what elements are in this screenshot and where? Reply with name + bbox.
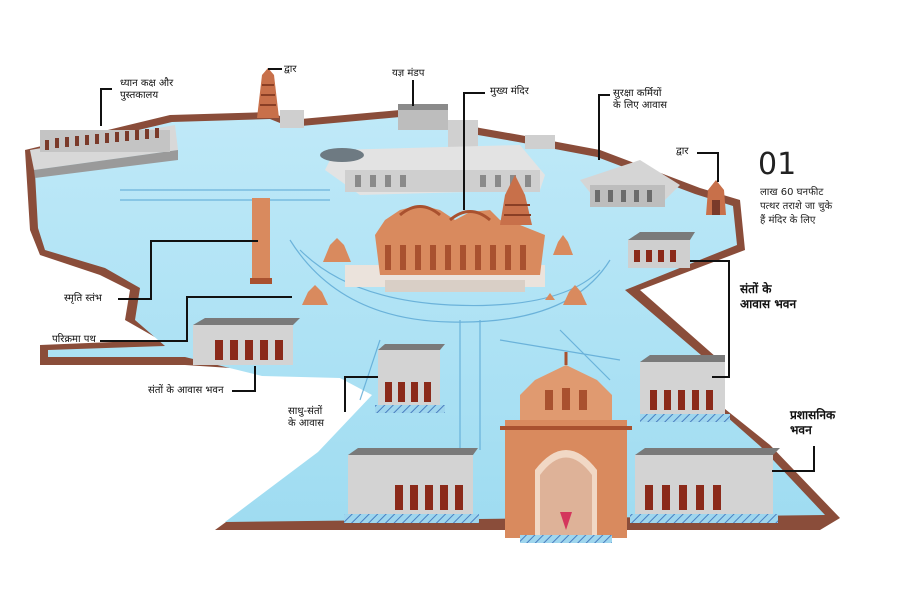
main-temple	[345, 175, 545, 292]
callout-line-guards-v	[598, 94, 600, 160]
callout-line-pillar-h2	[150, 240, 258, 242]
callout-line-sadhu-h	[344, 376, 378, 378]
label-guards-quarters: सुरक्षा कर्मियों के लिए आवास	[613, 88, 668, 111]
callout-line-main-temple-v	[463, 92, 465, 210]
label-meditation-library: ध्यान कक्ष और पुस्तकालय	[120, 78, 174, 101]
memorial-pillar	[250, 198, 272, 284]
callout-line-parikrama-h2	[186, 296, 292, 298]
complex-boundary	[25, 110, 840, 530]
admin-building	[630, 448, 780, 523]
callout-line-main-temple-h	[463, 92, 485, 94]
sadhu-residence-building	[375, 344, 445, 413]
callout-line-sadhu-v	[344, 376, 346, 412]
callout-line-saints-bottom-h	[712, 376, 730, 378]
label-sadhu-residence: साधु-संतों के आवास	[288, 406, 324, 429]
callout-line-gate-right-v	[717, 152, 719, 182]
label-memorial-pillar: स्मृति स्तंभ	[64, 293, 102, 304]
label-saints-residence: संतों के आवास भवन	[740, 282, 797, 311]
callout-line-pillar-v	[150, 240, 152, 300]
callout-line-saints-left-v	[254, 366, 256, 392]
guards-quarters-building	[525, 135, 680, 207]
callout-line-guards-h	[598, 94, 610, 96]
right-gate	[706, 180, 726, 215]
callout-line-saints-v	[728, 260, 730, 378]
saints-residence-right-top	[628, 232, 695, 268]
label-gate-top: द्वार	[284, 64, 297, 75]
label-admin-building: प्रशासनिक भवन	[790, 408, 836, 437]
label-saints-residence-left: संतों के आवास भवन	[148, 385, 224, 396]
top-gate-tower	[257, 68, 304, 128]
label-stone-note: लाख 60 घनफीट पत्थर तराशे जा चुके हैं मंद…	[760, 187, 833, 226]
callout-line-saints-top-h	[690, 260, 730, 262]
callout-line-parikrama-v	[186, 296, 188, 342]
residence-bottom-left	[344, 448, 479, 523]
main-entrance-gate	[500, 352, 632, 543]
label-gate-right: द्वार	[676, 146, 689, 157]
label-yajna-mandap: यज्ञ मंडप	[392, 68, 425, 79]
callout-line-meditation-v	[100, 88, 102, 126]
callout-line-pillar-h	[118, 298, 152, 300]
saints-residence-left	[193, 318, 300, 365]
label-main-temple: मुख्य मंदिर	[490, 86, 529, 97]
meditation-library-building	[30, 125, 178, 178]
saints-residence-right-lower	[640, 355, 730, 422]
callout-line-yajna	[412, 80, 414, 106]
callout-line-parikrama	[100, 340, 188, 342]
callout-line-meditation-h	[100, 88, 112, 90]
callout-line-gate-right-h	[697, 152, 719, 154]
callout-line-admin-h	[772, 470, 814, 472]
small-shrines	[302, 235, 587, 305]
callout-line-saints-left-h	[232, 390, 256, 392]
label-number: 01	[758, 147, 797, 182]
callout-line-admin-v	[813, 446, 815, 472]
callout-line-gate-top	[268, 68, 282, 70]
label-parikrama-path: परिक्रमा पथ	[52, 334, 96, 345]
